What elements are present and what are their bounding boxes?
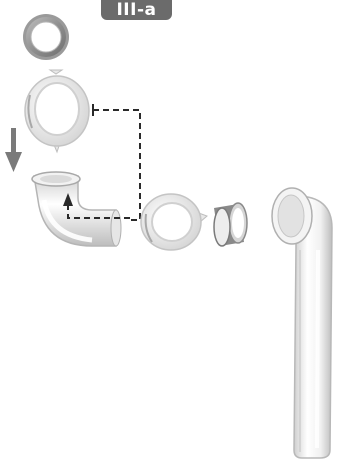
slip-washer-top xyxy=(23,14,69,60)
slip-nut-vertical xyxy=(25,70,89,152)
elbow-fitting xyxy=(32,172,121,246)
down-arrow-icon xyxy=(5,128,22,172)
slip-washer-horizontal xyxy=(214,203,247,246)
extension-tailpiece xyxy=(272,188,332,458)
slip-nut-horizontal xyxy=(141,194,207,250)
